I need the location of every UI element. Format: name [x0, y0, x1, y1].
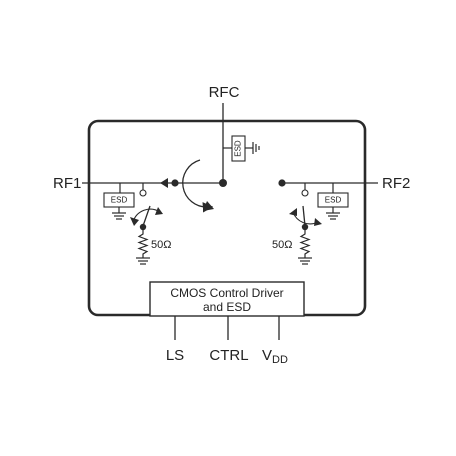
resistor-left	[137, 230, 149, 258]
ctrl-label: CTRL	[209, 347, 248, 364]
ground-icon-right-esd	[326, 212, 340, 220]
rf2-shunt-contact	[301, 189, 309, 197]
ground-icon-right-term	[298, 257, 312, 265]
rf2-label: RF2	[382, 175, 410, 192]
control-driver-box	[149, 281, 305, 317]
vdd-label-main: V	[262, 347, 272, 364]
vdd-label: VDD	[262, 347, 288, 366]
control-driver-line1: CMOS Control Driver	[170, 286, 283, 300]
rfc-label: RFC	[209, 84, 240, 101]
rf1-switch-arrow	[160, 178, 168, 188]
control-driver-line2: and ESD	[203, 300, 251, 314]
ground-icon-left-esd	[112, 212, 126, 220]
resistor-right	[299, 230, 311, 258]
termination-right-label: 50Ω	[272, 239, 292, 251]
esd-left-label: ESD	[111, 196, 128, 205]
esd-top-label: ESD	[234, 140, 243, 157]
esd-right-label: ESD	[325, 196, 342, 205]
esd-top: ESD	[223, 135, 260, 162]
ground-icon-left-term	[136, 257, 150, 265]
rf1-label: RF1	[53, 175, 81, 192]
termination-left-label: 50Ω	[151, 239, 171, 251]
rf1-shunt-contact	[139, 189, 147, 197]
ls-label: LS	[166, 347, 184, 364]
vdd-label-sub: DD	[272, 354, 288, 366]
rf2-contact	[278, 179, 286, 187]
switch-arrow-tip	[203, 201, 214, 211]
switch-rotation-arrow	[182, 159, 214, 213]
